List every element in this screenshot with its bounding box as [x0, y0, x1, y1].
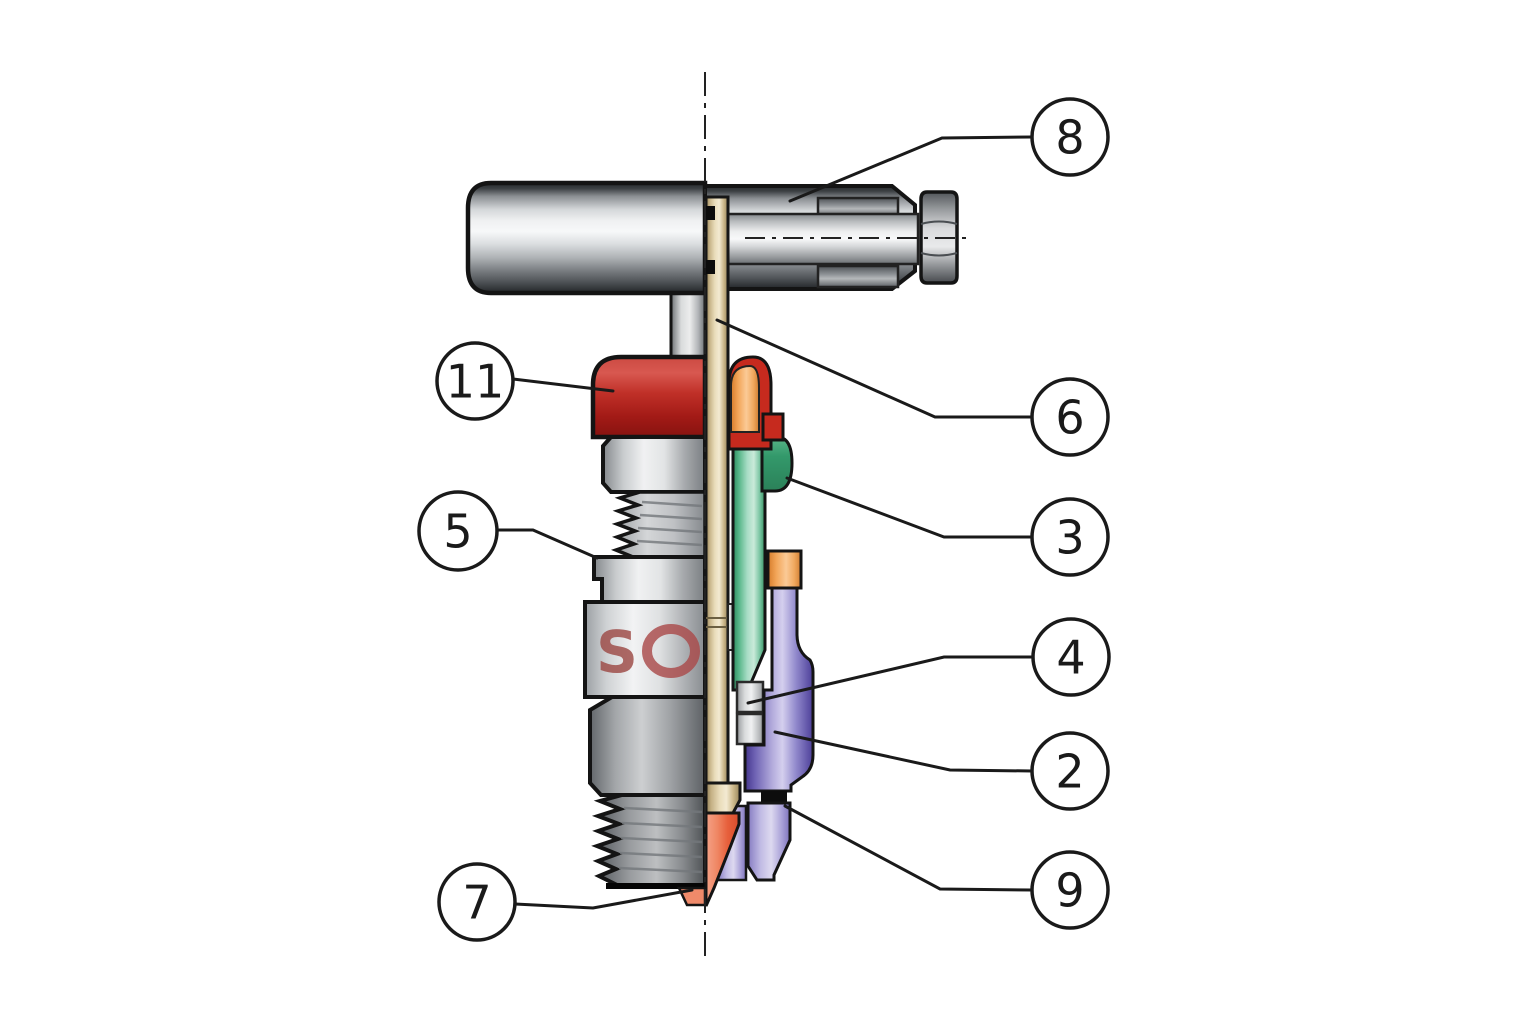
callout-circle-4: [1031, 617, 1111, 697]
callout-3: 3: [785, 476, 1110, 577]
washer-upper: [735, 680, 765, 714]
callout-circle-7: [437, 862, 517, 942]
callout-number-3: 3: [1055, 511, 1084, 565]
leader-line-6: [715, 318, 1034, 419]
leader-line-8: [788, 135, 1034, 203]
spindle-flange: [704, 781, 742, 815]
callout-number-2: 2: [1055, 745, 1084, 799]
callout-2: 2: [773, 730, 1110, 811]
callout-number-9: 9: [1055, 864, 1084, 918]
valve-external-left-half: S: [465, 180, 708, 907]
callout-4: 4: [746, 617, 1111, 705]
callout-9: 9: [783, 804, 1110, 930]
handle-bore-slot-bottom: [816, 264, 900, 289]
leader-line-7: [513, 888, 694, 910]
washer-lower: [735, 712, 765, 746]
red-cap-foot: [761, 412, 785, 442]
callout-circle-8: [1030, 97, 1110, 177]
body-letter-s: S: [596, 618, 638, 686]
spindle-key-corner-bottom: [706, 260, 715, 274]
callout-7: 7: [437, 862, 694, 942]
upper-thread-section: [610, 490, 707, 559]
packing-seal: [730, 364, 760, 433]
callout-number-6: 6: [1055, 391, 1084, 445]
collar-step: [592, 555, 707, 604]
bonnet-hex-nut: [601, 435, 707, 494]
ferrule-block: [766, 549, 803, 590]
callout-number-7: 7: [462, 876, 491, 930]
callout-circle-9: [1030, 850, 1110, 930]
callout-number-5: 5: [443, 505, 472, 559]
leader-line-9: [783, 804, 1034, 892]
spindle: [704, 195, 730, 792]
valve-body-section: [743, 586, 815, 793]
stem-neck: [669, 291, 707, 365]
leader-line-3: [785, 476, 1034, 539]
callout-number-4: 4: [1056, 631, 1085, 685]
leader-line-5: [495, 528, 599, 560]
callout-circle-3: [1030, 497, 1110, 577]
callout-circle-2: [1030, 731, 1110, 811]
leader-line-4: [746, 655, 1035, 705]
callout-circle-6: [1030, 377, 1110, 457]
handle-left: [465, 180, 708, 296]
gland-column: [731, 418, 767, 692]
callout-circle-5: [417, 490, 499, 572]
callout-circle-11: [435, 341, 515, 421]
callout-number-8: 8: [1055, 111, 1084, 165]
leader-line-11: [511, 377, 615, 393]
callout-6: 6: [715, 318, 1110, 457]
seal-notch: [761, 791, 787, 802]
callout-11: 11: [435, 341, 615, 421]
red-cap-left: [590, 354, 708, 440]
lower-hex: [588, 695, 707, 797]
callout-number-11: 11: [446, 355, 505, 409]
body-letter-o-ring: [642, 624, 700, 678]
callout-8: 8: [788, 97, 1110, 203]
spindle-key-corner-top: [706, 206, 715, 220]
valve-cutaway-right-half: [703, 184, 959, 907]
callout-layer: 8 11 6 3 5 4 2 9 7: [417, 97, 1111, 942]
body-skirt: [746, 801, 792, 882]
leader-line-2: [773, 730, 1034, 773]
callout-5: 5: [417, 490, 599, 572]
